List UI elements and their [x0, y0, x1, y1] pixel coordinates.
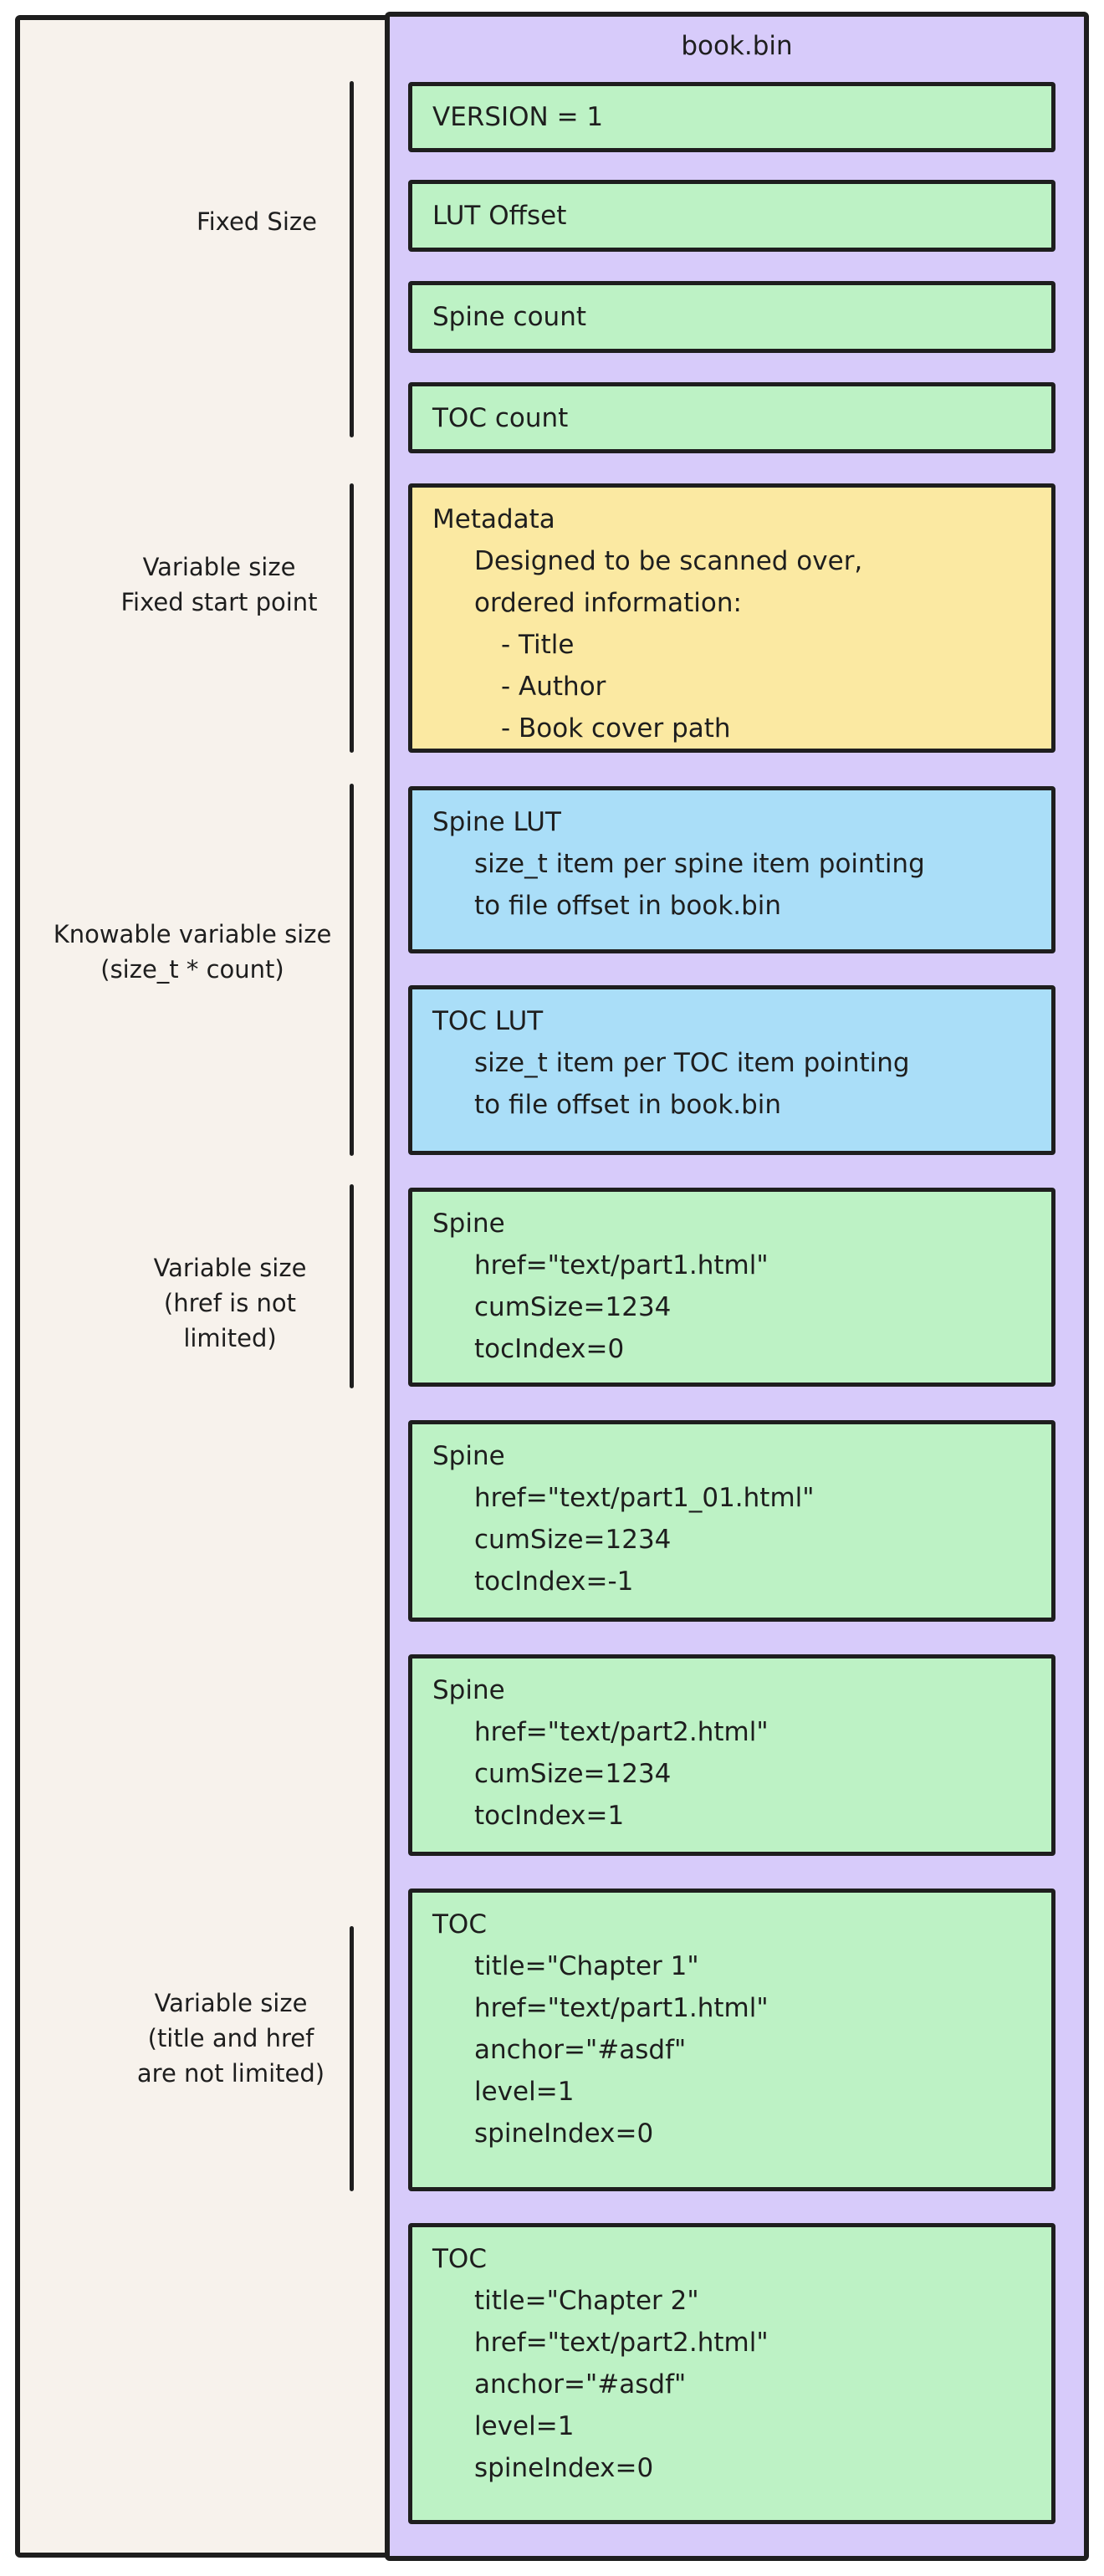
field-box-toc-1: TOC title="Chapter 1" href="text/part1.h…	[408, 1889, 1055, 2191]
field-title: TOC	[432, 2244, 487, 2274]
field-text: href="text/part1_01.html"	[474, 1483, 815, 1513]
field-text: to file offset in book.bin	[474, 1090, 782, 1120]
file-title: book.bin	[681, 31, 793, 61]
field-title: TOC	[432, 1909, 487, 1940]
field-text: spineIndex=0	[474, 2453, 654, 2483]
field-text: VERSION = 1	[432, 102, 604, 132]
field-text: anchor="#asdf"	[474, 2035, 687, 2065]
label-line: (href is not	[163, 1289, 297, 1317]
field-title: Metadata	[432, 504, 555, 534]
label-variable-fixed-start: Variable size Fixed start point	[43, 549, 395, 620]
field-box-version: VERSION = 1	[408, 82, 1055, 152]
field-box-toc-lut: TOC LUT size_t item per TOC item pointin…	[408, 985, 1055, 1155]
field-text: level=1	[474, 2411, 575, 2441]
field-box-lut-offset: LUT Offset	[408, 180, 1055, 252]
field-text: anchor="#asdf"	[474, 2369, 687, 2400]
bracket-knowable-variable	[350, 784, 354, 1156]
label-variable-title-href: Variable size (title and href are not li…	[55, 1986, 406, 2091]
field-text: href="text/part1.html"	[474, 1250, 769, 1280]
bracket-variable-fixed-start	[350, 483, 354, 753]
field-text: Designed to be scanned over,	[474, 546, 863, 576]
label-line: limited)	[183, 1324, 277, 1352]
field-text: href="text/part1.html"	[474, 1993, 769, 2023]
field-title: TOC LUT	[432, 1006, 544, 1036]
field-title: Spine	[432, 1441, 505, 1471]
field-text: - Author	[501, 672, 606, 702]
field-box-toc-count: TOC count	[408, 382, 1055, 453]
label-line: (title and href	[147, 2024, 314, 2052]
field-text: size_t item per spine item pointing	[474, 849, 925, 879]
field-text: LUT Offset	[432, 201, 567, 231]
bracket-fixed-size	[350, 81, 354, 437]
field-text: Spine count	[432, 302, 587, 332]
label-line: are not limited)	[136, 2059, 325, 2088]
label-line: Fixed Size	[197, 207, 317, 236]
field-box-toc-2: TOC title="Chapter 2" href="text/part2.h…	[408, 2223, 1055, 2524]
label-knowable-variable: Knowable variable size (size_t * count)	[17, 917, 368, 987]
label-line: Knowable variable size	[53, 920, 332, 948]
field-title: Spine	[432, 1675, 505, 1705]
field-box-metadata: Metadata Designed to be scanned over, or…	[408, 483, 1055, 753]
field-text: to file offset in book.bin	[474, 891, 782, 921]
field-text: href="text/part2.html"	[474, 1717, 769, 1747]
field-text: cumSize=1234	[474, 1292, 672, 1322]
field-text: title="Chapter 2"	[474, 2286, 699, 2316]
label-fixed-size: Fixed Size	[81, 204, 432, 239]
field-text: TOC count	[432, 402, 569, 433]
field-text: tocIndex=1	[474, 1801, 625, 1831]
field-title: Spine LUT	[432, 807, 561, 837]
field-text: size_t item per TOC item pointing	[474, 1048, 910, 1078]
field-box-spine-count: Spine count	[408, 281, 1055, 353]
label-variable-href: Variable size (href is not limited)	[54, 1250, 406, 1356]
field-text: level=1	[474, 2077, 575, 2107]
field-text: tocIndex=-1	[474, 1567, 634, 1597]
field-text: ordered information:	[474, 588, 742, 618]
label-line: Variable size	[153, 1254, 307, 1282]
label-line: (size_t * count)	[100, 955, 284, 984]
field-title: Spine	[432, 1209, 505, 1239]
field-text: title="Chapter 1"	[474, 1951, 699, 1981]
field-text: cumSize=1234	[474, 1525, 672, 1555]
field-text: - Title	[501, 630, 575, 660]
field-box-spine-3: Spine href="text/part2.html" cumSize=123…	[408, 1654, 1055, 1856]
label-line: Variable size	[154, 1989, 308, 2017]
field-text: cumSize=1234	[474, 1759, 672, 1789]
bracket-variable-href	[350, 1184, 354, 1388]
field-box-spine-lut: Spine LUT size_t item per spine item poi…	[408, 786, 1055, 953]
field-box-spine-2: Spine href="text/part1_01.html" cumSize=…	[408, 1420, 1055, 1622]
field-text: spineIndex=0	[474, 2119, 654, 2149]
label-line: Variable size	[142, 553, 296, 581]
label-line: Fixed start point	[120, 588, 318, 616]
field-text: href="text/part2.html"	[474, 2328, 769, 2358]
field-box-spine-1: Spine href="text/part1.html" cumSize=123…	[408, 1188, 1055, 1387]
field-text: - Book cover path	[501, 713, 731, 744]
field-text: tocIndex=0	[474, 1334, 625, 1364]
bracket-variable-title-href	[350, 1926, 354, 2191]
